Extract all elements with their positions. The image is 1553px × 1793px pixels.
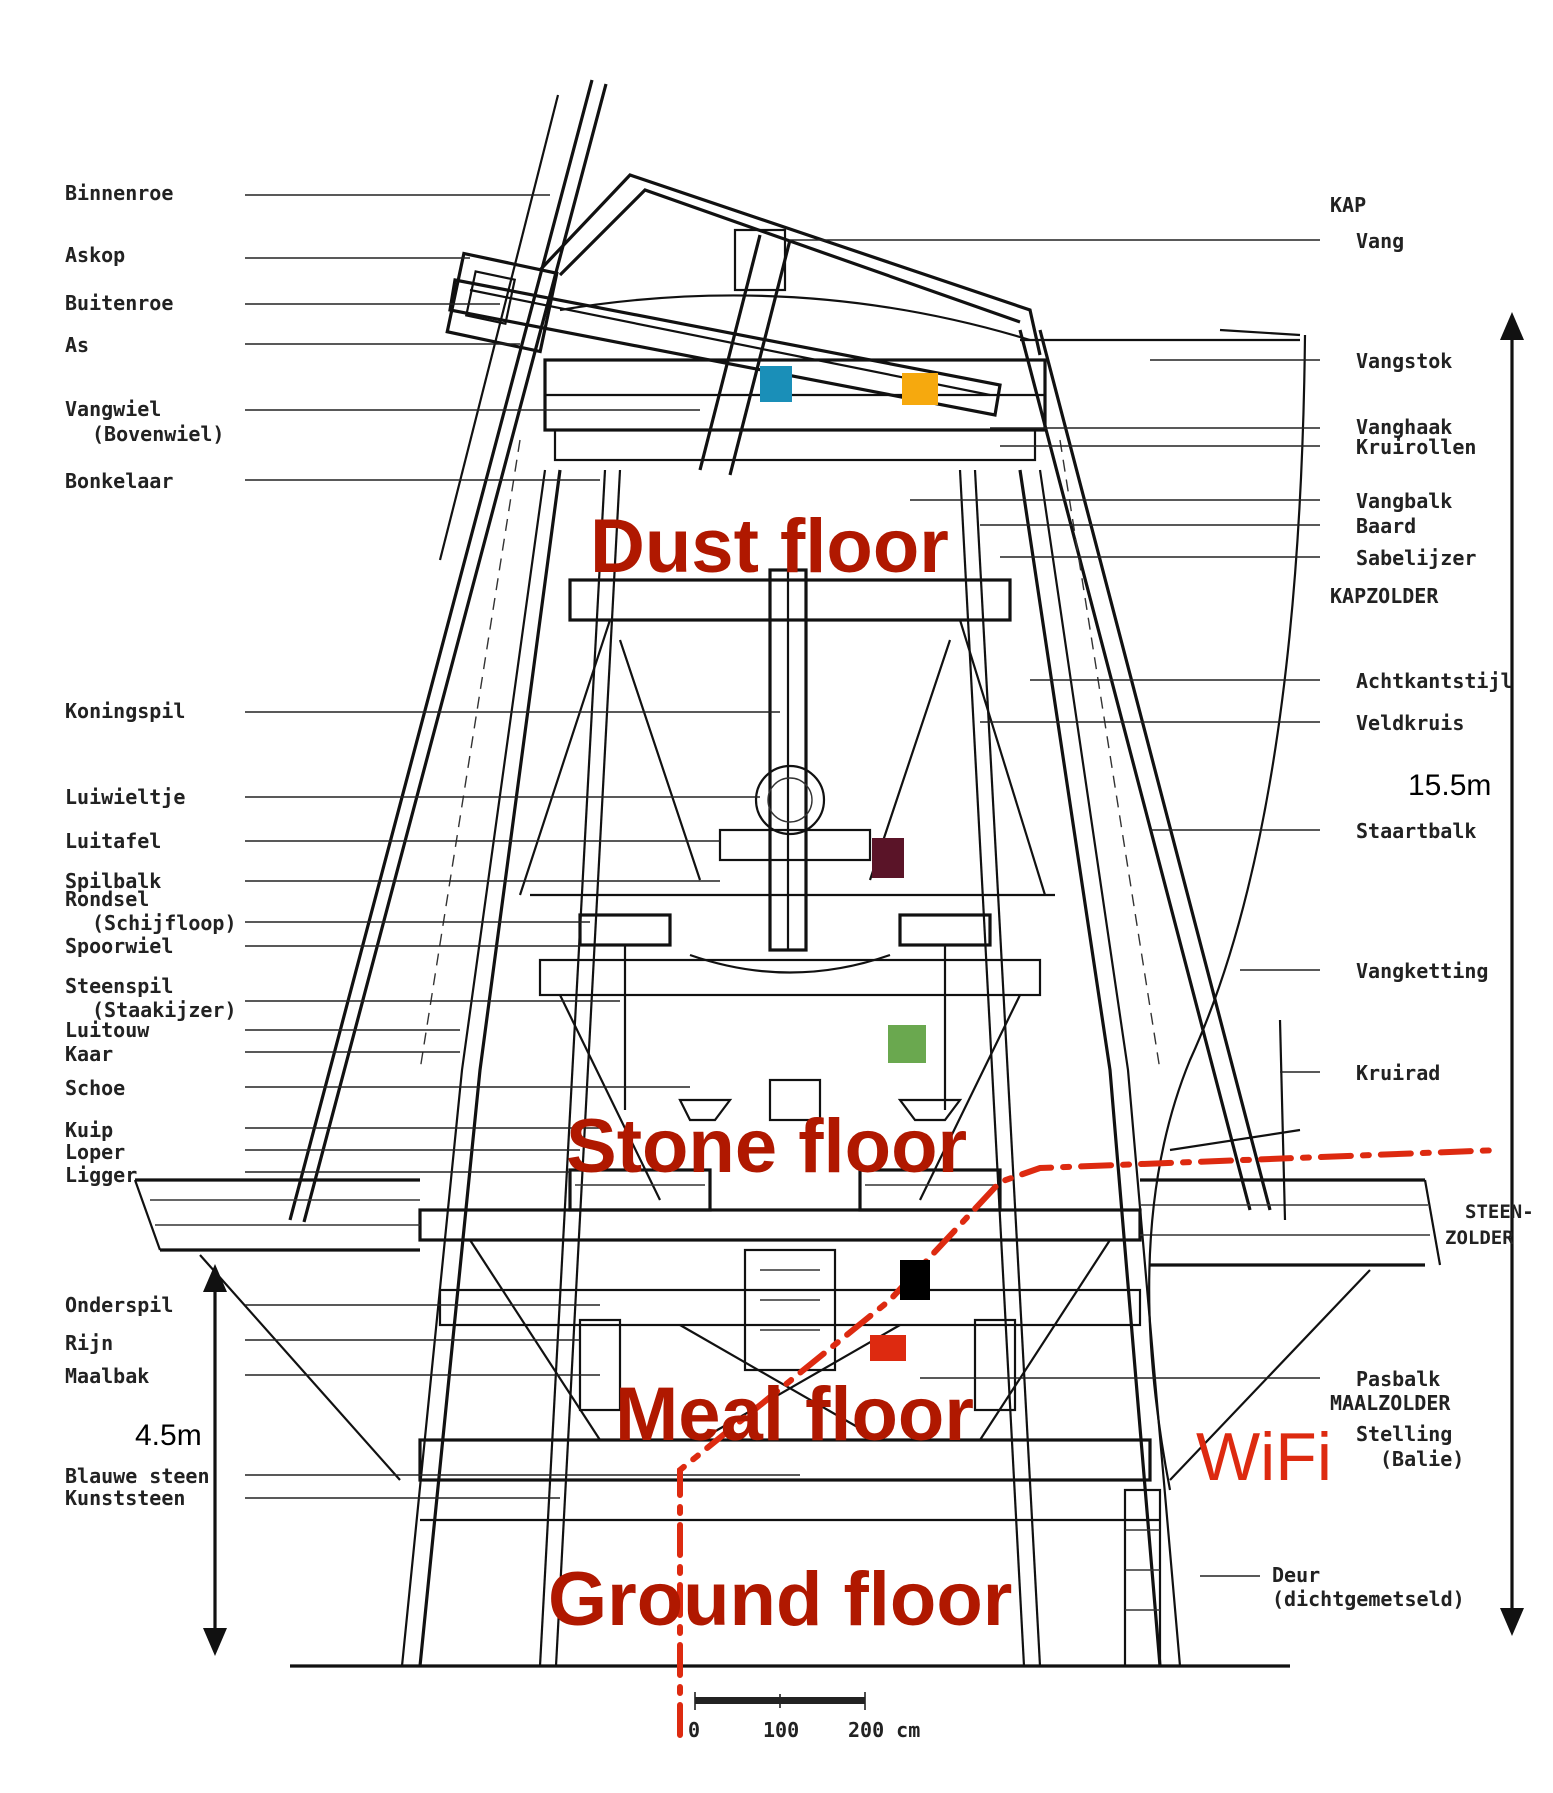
label-buitenroe: Buitenroe xyxy=(65,291,173,315)
label-vang: Vang xyxy=(1356,229,1404,253)
arrow-up-icon xyxy=(203,1264,227,1292)
dimension-total-height: 15.5m xyxy=(1408,769,1491,802)
wifi-signal-path xyxy=(677,1147,1503,1738)
label-kruirad: Kruirad xyxy=(1356,1061,1440,1085)
floor-label-meal: Meal floor xyxy=(615,1372,974,1457)
marker-orange xyxy=(902,373,938,405)
label-vanghaak: Vanghaak xyxy=(1356,415,1452,439)
floor-label-stone: Stone floor xyxy=(566,1104,967,1189)
marker-black xyxy=(900,1260,930,1300)
label-deur: Deur xyxy=(1272,1563,1320,1587)
sensor-markers xyxy=(760,366,938,1361)
label-ligger: Ligger xyxy=(65,1163,137,1187)
label-onderspil: Onderspil xyxy=(65,1293,173,1317)
scale-tick-0: 0 xyxy=(688,1718,700,1742)
label-spoorwiel: Spoorwiel xyxy=(65,934,173,958)
scale-tick-100: 100 xyxy=(763,1718,799,1742)
label-staakijzer: (Staakijzer) xyxy=(92,998,237,1022)
label-blauwe-steen: Blauwe steen xyxy=(65,1464,210,1488)
label-bovenwiel: (Bovenwiel) xyxy=(92,422,224,446)
mill-structure xyxy=(133,79,1442,1668)
label-pasbalk: Pasbalk xyxy=(1356,1367,1440,1391)
dimension-lower-height: 4.5m xyxy=(135,1419,202,1452)
label-rondsel: Rondsel xyxy=(65,887,149,911)
label-kunststeen: Kunststeen xyxy=(65,1486,185,1510)
label-dichtgemetseld: (dichtgemetseld) xyxy=(1272,1587,1465,1611)
label-vangstok: Vangstok xyxy=(1356,349,1452,373)
floor-label-dust: Dust floor xyxy=(590,504,949,589)
label-kapzolder: KAPZOLDER xyxy=(1330,584,1439,608)
label-achtkantstijl: Achtkantstijl xyxy=(1356,669,1513,693)
label-steenspil: Steenspil xyxy=(65,974,173,998)
label-koningspil: Koningspil xyxy=(65,699,185,723)
label-schijfloop: (Schijfloop) xyxy=(92,911,237,935)
label-luiwieltje: Luiwieltje xyxy=(65,785,185,809)
floor-label-ground: Ground floor xyxy=(548,1557,1012,1642)
label-zolder: ZOLDER xyxy=(1445,1227,1514,1249)
marker-red xyxy=(870,1335,906,1361)
arrow-up-icon xyxy=(1500,312,1524,340)
marker-blue xyxy=(760,366,792,402)
marker-green xyxy=(888,1025,926,1063)
label-spilbalk: Spilbalk xyxy=(65,869,161,893)
label-as: As xyxy=(65,333,89,357)
label-stelling: Stelling xyxy=(1356,1422,1452,1446)
marker-maroon xyxy=(872,838,904,878)
label-staartbalk: Staartbalk xyxy=(1356,819,1476,843)
label-askop: Askop xyxy=(65,243,125,267)
label-maalbak: Maalbak xyxy=(65,1364,149,1388)
label-rijn: Rijn xyxy=(65,1331,113,1355)
label-kap: KAP xyxy=(1330,193,1366,217)
label-steen: STEEN- xyxy=(1465,1201,1534,1223)
label-kaar: Kaar xyxy=(65,1042,113,1066)
arrow-down-icon xyxy=(1500,1608,1524,1636)
label-vangketting: Vangketting xyxy=(1356,959,1488,983)
label-balie: (Balie) xyxy=(1380,1447,1464,1471)
label-schoe: Schoe xyxy=(65,1076,125,1100)
labels-left: Binnenroe Askop Buitenroe As Vangwiel (B… xyxy=(65,181,237,1510)
label-sabelijzer: Sabelijzer xyxy=(1356,546,1476,570)
label-loper: Loper xyxy=(65,1140,125,1164)
dimension-arrows xyxy=(203,312,1524,1656)
label-vangbalk: Vangbalk xyxy=(1356,489,1452,513)
label-binnenroe: Binnenroe xyxy=(65,181,173,205)
leader-lines xyxy=(245,194,1320,1577)
labels-right: KAP Vang Vangstok Vanghaak Kruirollen Va… xyxy=(1272,193,1534,1611)
wifi-label: WiFi xyxy=(1196,1419,1332,1495)
label-kruirollen: Kruirollen xyxy=(1356,435,1476,459)
scale-bar: 0 100 200 cm xyxy=(688,1692,920,1742)
label-luitafel: Luitafel xyxy=(65,829,161,853)
arrow-down-icon xyxy=(203,1628,227,1656)
label-vangwiel: Vangwiel xyxy=(65,397,161,421)
label-luitouw: Luitouw xyxy=(65,1018,150,1042)
label-baard: Baard xyxy=(1356,514,1416,538)
label-veldkruis: Veldkruis xyxy=(1356,711,1464,735)
floor-labels: Dust floor Stone floor Meal floor Ground… xyxy=(548,504,1012,1642)
scale-tick-200: 200 cm xyxy=(848,1718,920,1742)
label-bonkelaar: Bonkelaar xyxy=(65,469,173,493)
label-kuip: Kuip xyxy=(65,1118,113,1142)
label-maalzolder: MAALZOLDER xyxy=(1330,1391,1451,1415)
